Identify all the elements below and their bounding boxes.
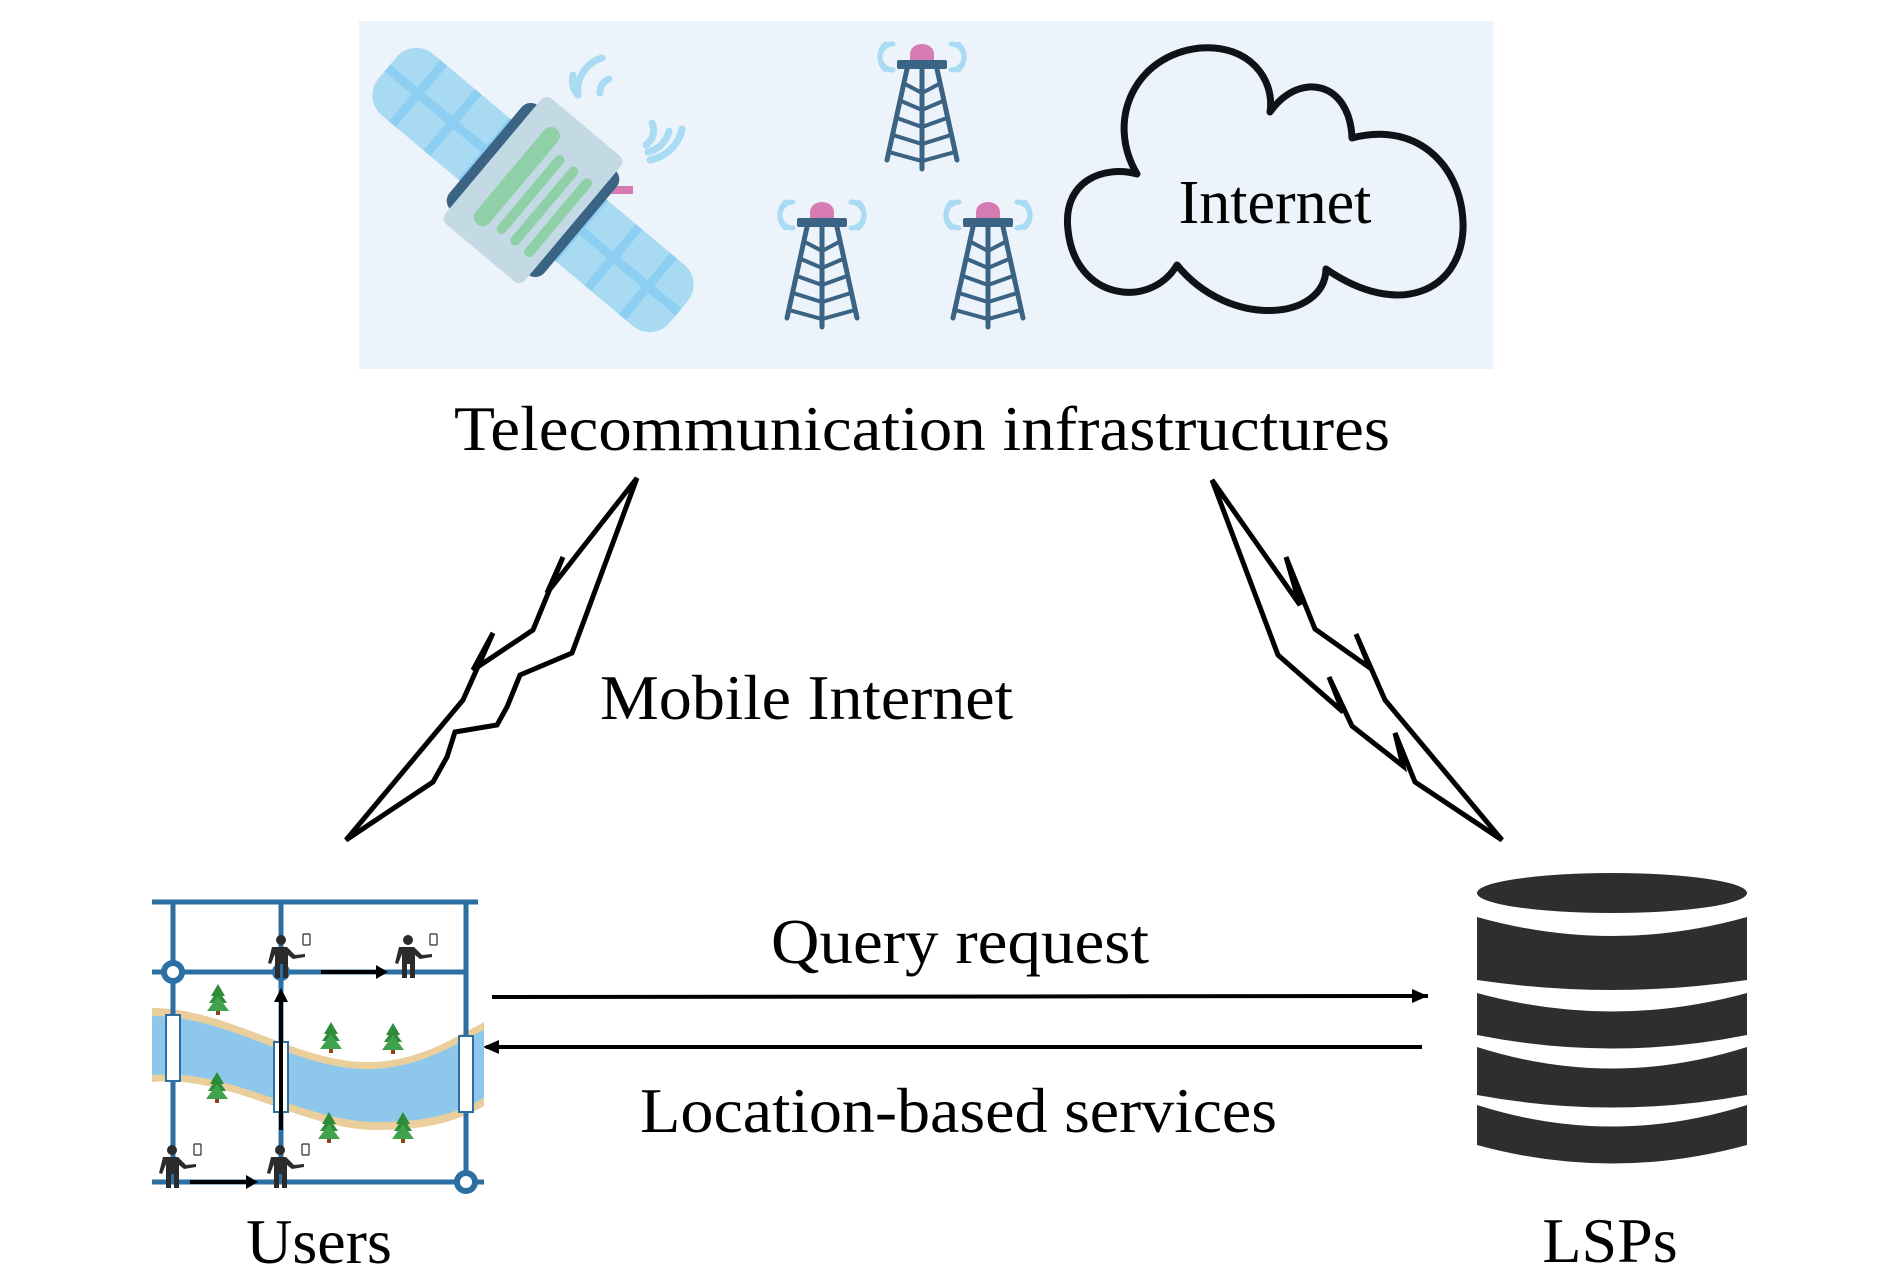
tree-icon [207,984,229,1015]
cell-tower-icon [943,199,1033,330]
tree-icon [382,1023,404,1054]
query-request-arrowhead [1412,989,1428,1003]
cell-tower-icon [777,199,867,330]
query-request-label: Query request [771,906,1149,977]
mobile-user-icon [159,1143,202,1188]
infrastructure-title: Telecommunication infrastructures [454,393,1390,464]
query-request-flow: Query request [491,906,1429,1003]
mobile-user-icon [268,933,311,978]
lsp-database-icon [1477,873,1747,1164]
infrastructure-panel: Internet [359,21,1493,369]
right-lightning-link-icon [1209,478,1504,843]
users-map-icon [152,899,484,1194]
tree-icon [320,1022,342,1053]
left-lightning-link-icon [344,476,640,843]
location-services-label: Location-based services [640,1075,1277,1146]
mobile-user-icon [267,1143,310,1188]
location-services-arrowhead [483,1040,499,1054]
mobile-internet-label: Mobile Internet [600,662,1013,733]
cell-tower-icon [877,41,967,172]
satellite-signal-icon [568,54,686,164]
tree-icon [206,1072,228,1103]
satellite-icon [372,47,694,333]
users-label: Users [246,1206,392,1277]
query-request-arrow [491,994,1429,999]
internet-cloud-icon: Internet [1063,44,1467,314]
tree-icon [392,1112,414,1143]
tree-icon [318,1112,340,1143]
location-services-flow: Location-based services [483,1040,1422,1146]
mobile-user-icon [395,933,438,978]
lsps-label: LSPs [1542,1205,1677,1276]
internet-label: Internet [1179,169,1372,237]
